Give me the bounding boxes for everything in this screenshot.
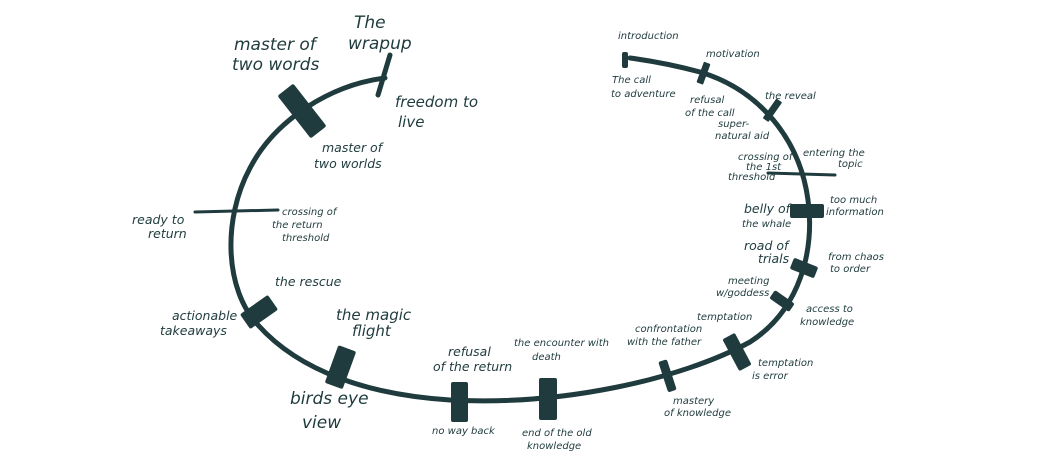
label-crossing-return-2: the return xyxy=(272,220,323,231)
label-rescue: the rescue xyxy=(275,274,342,289)
label-temptation: temptation xyxy=(697,312,752,323)
block-actionable xyxy=(240,295,278,329)
label-magic-flight-2: flight xyxy=(352,322,392,340)
label-motivation: motivation xyxy=(706,49,760,60)
label-belly-1: belly of xyxy=(744,201,792,216)
label-crossing-return-3: threshold xyxy=(282,233,330,244)
block-birds-eye xyxy=(325,345,356,389)
label-master-worlds-1: master of xyxy=(322,140,384,155)
block-too-much xyxy=(790,204,824,218)
tick-chaos xyxy=(790,258,818,278)
label-refusal-call-1: refusal xyxy=(690,95,724,106)
label-ready-return-2: return xyxy=(148,226,187,241)
label-birds-eye-1: birds eye xyxy=(290,389,369,409)
label-chaos-2: to order xyxy=(830,264,871,275)
label-temptation-error-2: is error xyxy=(752,371,789,382)
label-birds-eye-2: view xyxy=(302,413,341,433)
label-master-words-2: two words xyxy=(232,55,319,75)
label-too-much-1: too much xyxy=(830,195,877,206)
label-freedom-2: live xyxy=(398,113,424,131)
label-freedom-1: freedom to xyxy=(395,93,478,111)
block-master-two-words xyxy=(278,84,326,138)
label-refusal-call-2: of the call xyxy=(685,108,735,119)
label-too-much-2: information xyxy=(826,207,884,218)
end-bar xyxy=(375,52,393,98)
label-road-2: trials xyxy=(758,251,790,266)
tick-reveal xyxy=(763,98,782,122)
return-threshold-line xyxy=(193,208,280,214)
start-stub xyxy=(622,52,628,68)
label-refusal-return-2: of the return xyxy=(433,359,512,374)
label-road-1: road of xyxy=(744,238,790,253)
first-threshold-line xyxy=(766,171,837,177)
label-encounter-1: the encounter with xyxy=(514,338,609,349)
label-confrontation-2: with the father xyxy=(627,337,702,348)
block-end-old xyxy=(539,378,557,420)
label-entering-1: entering the xyxy=(803,148,865,159)
label-access-2: knowledge xyxy=(800,317,854,328)
label-refusal-return-1: refusal xyxy=(448,344,491,359)
label-mastery-2: of knowledge xyxy=(664,408,731,419)
label-entering-2: topic xyxy=(838,159,863,170)
tick-refusal-call xyxy=(696,61,711,85)
label-crossing-first-1: crossing of xyxy=(738,152,794,163)
label-crossing-first-2: the 1st xyxy=(746,162,782,173)
label-introduction: introduction xyxy=(618,31,679,42)
label-ready-return-1: ready to xyxy=(132,212,185,227)
label-end-old-1: end of the old xyxy=(522,428,592,439)
label-wrapup-2: wrapup xyxy=(348,34,412,54)
label-supernatural-2: natural aid xyxy=(715,131,770,142)
label-no-way-back: no way back xyxy=(432,426,496,437)
tick-meeting xyxy=(770,290,794,312)
label-call-2: to adventure xyxy=(611,89,676,100)
label-master-worlds-2: two worlds xyxy=(314,156,382,171)
tick-mastery xyxy=(658,359,677,392)
label-temptation-error-1: temptation xyxy=(758,358,813,369)
label-encounter-2: death xyxy=(532,352,561,363)
label-meeting-2: w/goddess xyxy=(716,288,769,299)
label-supernatural-1: super- xyxy=(718,119,750,130)
label-end-old-2: knowledge xyxy=(527,441,581,452)
label-meeting-1: meeting xyxy=(728,276,769,287)
label-actionable-1: actionable xyxy=(172,308,238,323)
block-no-way-back xyxy=(451,382,468,422)
label-wrapup-1: The xyxy=(354,13,386,33)
label-mastery-1: mastery xyxy=(673,396,715,407)
label-reveal: the reveal xyxy=(765,91,816,102)
label-crossing-return-1: crossing of xyxy=(282,207,338,218)
label-master-words-1: master of xyxy=(234,35,319,55)
label-crossing-first-3: threshold xyxy=(728,172,776,183)
block-temptation-error xyxy=(723,333,751,371)
label-access-1: access to xyxy=(806,304,853,315)
label-belly-2: the whale xyxy=(742,219,791,230)
label-call-1: The call xyxy=(612,75,651,86)
label-magic-flight-1: the magic xyxy=(336,306,412,324)
label-chaos-1: from chaos xyxy=(828,252,884,263)
label-actionable-2: takeaways xyxy=(160,323,227,338)
label-confrontation-1: confrontation xyxy=(635,324,702,335)
